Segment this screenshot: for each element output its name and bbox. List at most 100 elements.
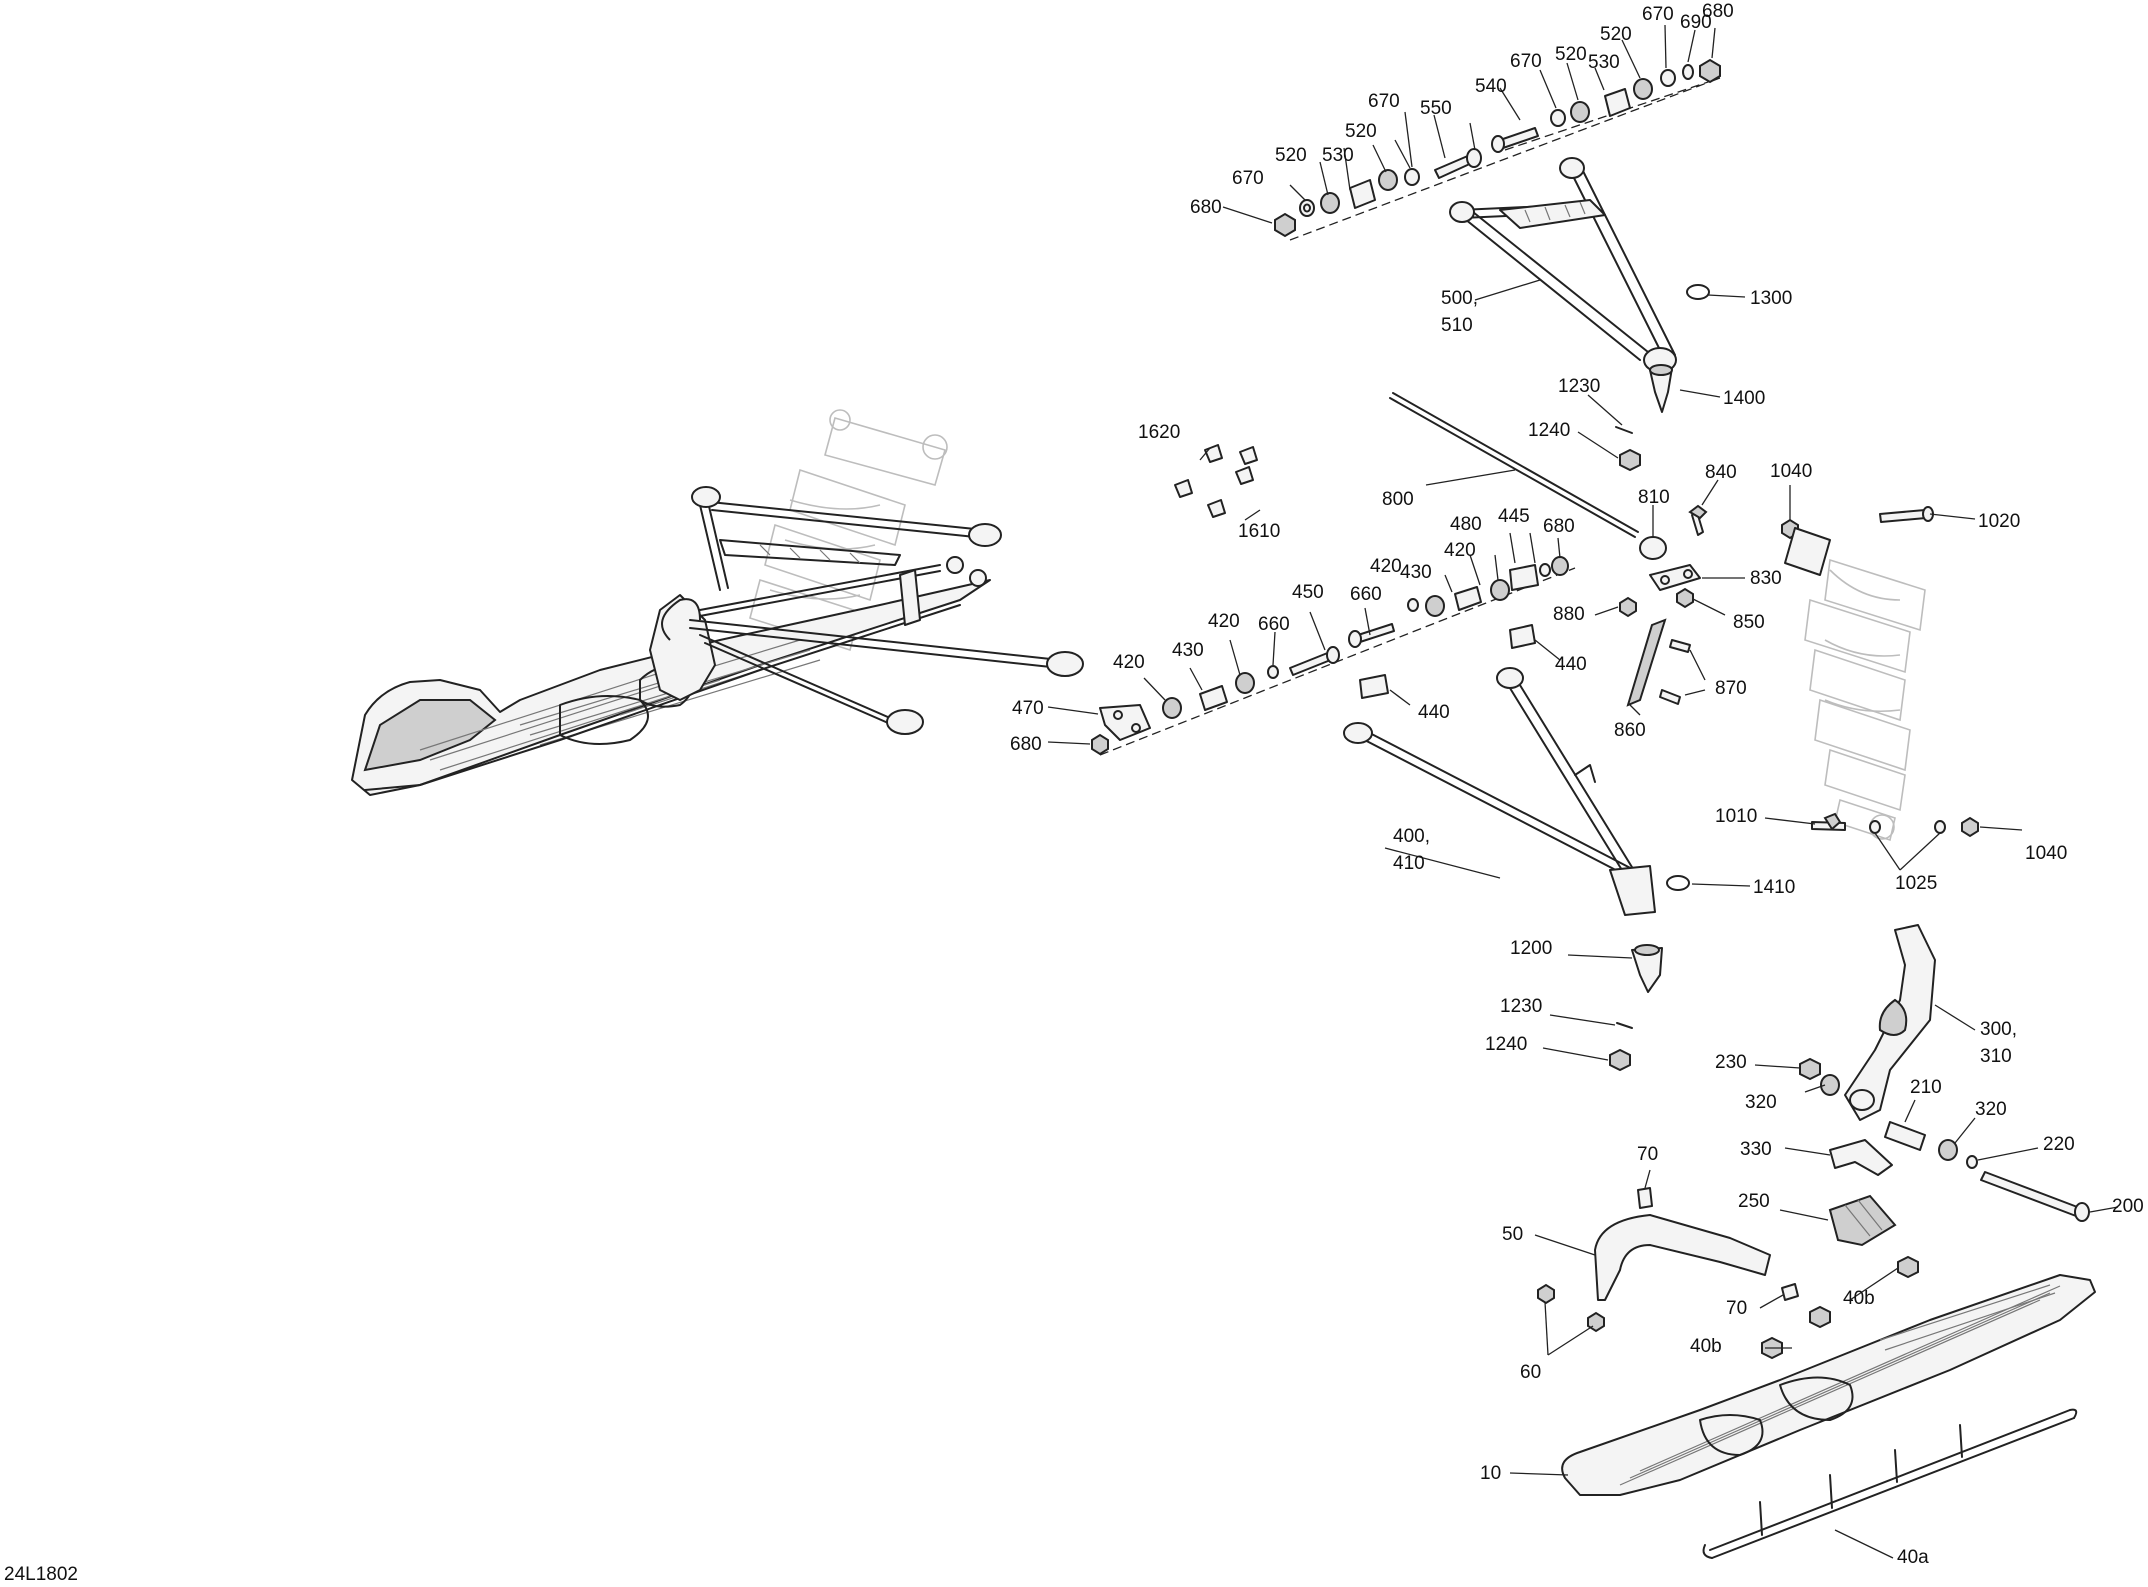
drawing-reference-code: 24L1802 bbox=[4, 1564, 78, 1585]
callout-680: 680 bbox=[1190, 197, 1222, 218]
nut-680-lower-left bbox=[1091, 733, 1109, 756]
bushing-520-ur-2 bbox=[1633, 78, 1653, 100]
bolt-70-right bbox=[1781, 1283, 1799, 1301]
callout-530: 530 bbox=[1588, 52, 1620, 73]
bushing-320-right bbox=[1938, 1139, 1958, 1161]
callout-480: 480 bbox=[1450, 514, 1482, 535]
bolt-450 bbox=[1289, 646, 1340, 676]
callout-60: 60 bbox=[1520, 1362, 1541, 1383]
pad-250 bbox=[1828, 1194, 1897, 1247]
callout-40a: 40a bbox=[1897, 1547, 1929, 1568]
callout-690: 690 bbox=[1680, 12, 1712, 33]
callout-810: 810 bbox=[1638, 487, 1670, 508]
callout-550: 550 bbox=[1420, 98, 1452, 119]
callout-800: 800 bbox=[1382, 489, 1414, 510]
bushing-420-l2 bbox=[1235, 672, 1255, 694]
callout-680: 680 bbox=[1010, 734, 1042, 755]
ball-joint-1200 bbox=[1631, 944, 1663, 993]
bushing-420-r1 bbox=[1425, 595, 1445, 617]
callout-210: 210 bbox=[1910, 1077, 1942, 1098]
callout-500: 500, bbox=[1441, 288, 1478, 309]
callout-830: 830 bbox=[1750, 568, 1782, 589]
callout-670: 670 bbox=[1232, 168, 1264, 189]
callout-labels: 680 690 670 520 670 520 530 540 670 550 … bbox=[1010, 1, 2144, 1568]
bolts-870 bbox=[1659, 639, 1691, 705]
callout-70: 70 bbox=[1637, 1144, 1658, 1165]
callout-670: 670 bbox=[1642, 4, 1674, 25]
callout-520: 520 bbox=[1555, 44, 1587, 65]
spindle-300 bbox=[1844, 924, 1936, 1121]
bushing-430-r bbox=[1454, 586, 1482, 611]
washer-670-ur-2 bbox=[1660, 69, 1676, 87]
bushing-530-ur bbox=[1604, 88, 1631, 117]
ski-10 bbox=[1561, 1274, 2096, 1496]
washer-670-ul bbox=[1299, 199, 1315, 217]
callout-1300: 1300 bbox=[1750, 288, 1792, 309]
upper-a-arm bbox=[1449, 157, 1677, 373]
bolt-550 bbox=[1434, 148, 1482, 179]
handle-50 bbox=[1594, 1214, 1771, 1301]
callout-670: 670 bbox=[1368, 91, 1400, 112]
callout-40b: 40b bbox=[1690, 1336, 1722, 1357]
callout-40b: 40b bbox=[1843, 1288, 1875, 1309]
nut-680-ur bbox=[1699, 58, 1721, 84]
bolt-540 bbox=[1491, 127, 1539, 153]
nut-230 bbox=[1799, 1057, 1821, 1081]
assembled-lower-a-arm bbox=[689, 619, 1084, 735]
callout-420: 420 bbox=[1113, 652, 1145, 673]
callout-840: 840 bbox=[1705, 462, 1737, 483]
callout-1230: 1230 bbox=[1558, 376, 1600, 397]
callout-1040: 1040 bbox=[2025, 843, 2067, 864]
callout-660: 660 bbox=[1258, 614, 1290, 635]
washer-420-r bbox=[1407, 598, 1419, 612]
callout-870: 870 bbox=[1715, 678, 1747, 699]
callout-670: 670 bbox=[1510, 51, 1542, 72]
washer-660-l bbox=[1267, 665, 1279, 679]
callout-1620: 1620 bbox=[1138, 422, 1180, 443]
bolts-60 bbox=[1537, 1283, 1605, 1333]
bushing-430-l bbox=[1199, 685, 1228, 711]
cotter-1230-lower bbox=[1616, 1022, 1633, 1029]
bushing-420-r2 bbox=[1490, 579, 1510, 601]
nut-1040-lower bbox=[1961, 816, 1979, 838]
nut-880 bbox=[1619, 596, 1637, 618]
callout-10: 10 bbox=[1480, 1463, 1501, 1484]
callout-660: 660 bbox=[1350, 584, 1382, 605]
callout-1610: 1610 bbox=[1238, 521, 1280, 542]
callout-1020: 1020 bbox=[1978, 511, 2020, 532]
bushing-420-l1 bbox=[1162, 697, 1182, 719]
callout-310: 310 bbox=[1980, 1046, 2012, 1067]
nut-40b-rear bbox=[1897, 1255, 1919, 1279]
callout-420: 420 bbox=[1208, 611, 1240, 632]
washer-220 bbox=[1966, 1155, 1978, 1169]
bushing-210 bbox=[1884, 1121, 1926, 1151]
plate-440-lower bbox=[1359, 674, 1389, 699]
callout-520: 520 bbox=[1600, 24, 1632, 45]
tie-rod-800 bbox=[1389, 392, 1639, 538]
link-plate-830 bbox=[1649, 564, 1701, 591]
nut-680-upper-left bbox=[1274, 212, 1296, 238]
bracket-470 bbox=[1099, 704, 1151, 741]
washer-445 bbox=[1539, 563, 1551, 577]
callout-200: 200 bbox=[2112, 1196, 2144, 1217]
callout-520: 520 bbox=[1345, 121, 1377, 142]
upper-arm-hardware bbox=[1274, 58, 1721, 241]
bracket-330 bbox=[1829, 1139, 1893, 1176]
lower-arm-hardware bbox=[1091, 556, 1576, 756]
callout-860: 860 bbox=[1614, 720, 1646, 741]
callout-880: 880 bbox=[1553, 604, 1585, 625]
nut-850 bbox=[1676, 587, 1694, 609]
callout-450: 450 bbox=[1292, 582, 1324, 603]
spacers-1025 bbox=[1869, 820, 1946, 834]
callout-1200: 1200 bbox=[1510, 938, 1552, 959]
callout-330: 330 bbox=[1740, 1139, 1772, 1160]
callout-850: 850 bbox=[1733, 612, 1765, 633]
bushing-520-ul-1 bbox=[1320, 192, 1340, 214]
callout-520: 520 bbox=[1275, 145, 1307, 166]
callout-70: 70 bbox=[1726, 1298, 1747, 1319]
nut-1240-upper bbox=[1619, 448, 1641, 472]
callout-420: 420 bbox=[1444, 540, 1476, 561]
shock-absorber bbox=[1784, 527, 1926, 842]
plate-440-upper bbox=[1509, 624, 1536, 649]
cotter-1230-upper bbox=[1615, 426, 1633, 434]
